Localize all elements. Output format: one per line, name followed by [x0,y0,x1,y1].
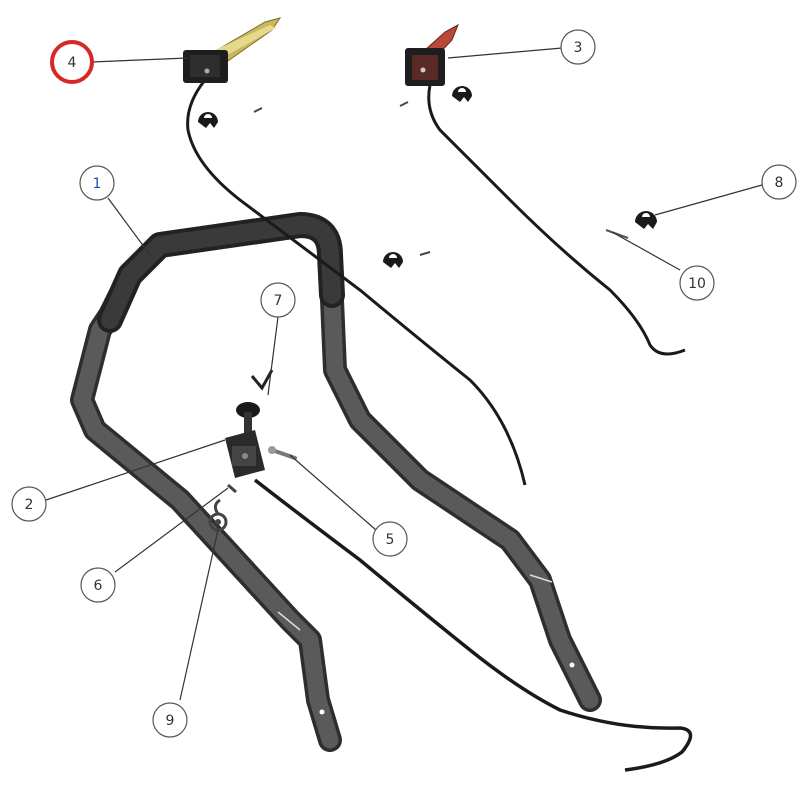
control-cables [186,79,693,772]
callout-label: 3 [574,40,583,56]
callout-label: 6 [94,578,103,594]
callout-label: 2 [25,497,34,513]
callout-9: 9 [152,702,188,738]
callout-label: 9 [166,713,175,729]
callout-8: 8 [761,164,797,200]
callout-2: 2 [11,486,47,522]
small-screw [227,483,237,494]
cable-clip-middle [383,251,431,268]
callout-label: 5 [386,532,395,548]
cable-clip-8 [635,211,657,229]
callout-6: 6 [80,567,116,603]
cable-clamp [225,402,265,478]
callout-label: 4 [68,55,77,71]
callout-1: 1 [79,165,115,201]
callout-10: 10 [679,265,715,301]
callout-7: 7 [260,282,296,318]
leader-lines [45,47,763,701]
callout-label: 7 [274,293,283,309]
handle-tube [70,212,602,752]
red-control-lever [405,23,459,86]
callouts: 4 3 1 7 8 10 2 5 [11,29,797,738]
yellow-control-lever [183,17,282,83]
cable-clip-left [198,107,263,128]
callout-label: 1 [93,176,102,192]
callout-3: 3 [560,29,596,65]
callout-label: 8 [775,175,784,191]
callout-5: 5 [372,521,408,557]
cable-clip-right [399,86,472,107]
spring-clip [250,369,274,391]
pin-10 [605,229,629,239]
callout-4: 4 [50,40,94,84]
callout-label: 10 [688,276,706,292]
